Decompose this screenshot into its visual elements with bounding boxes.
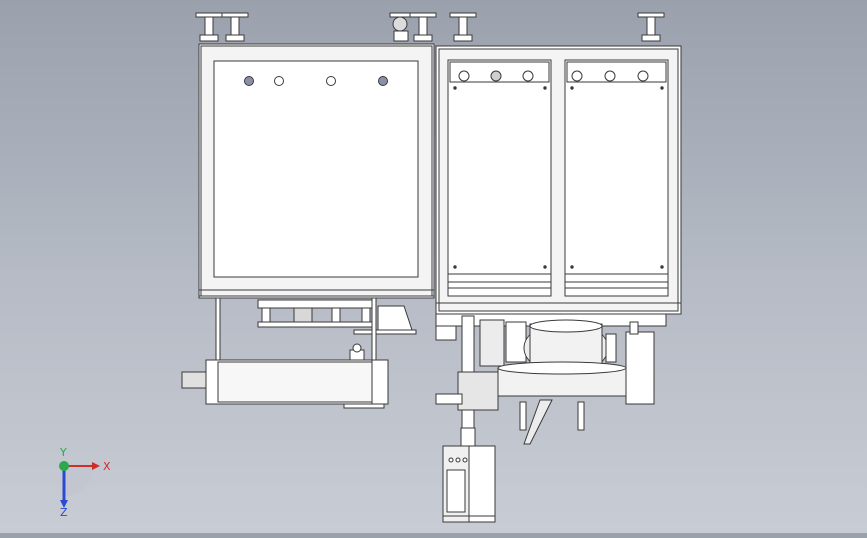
leveling-foot [409, 12, 437, 42]
leveling-feet [195, 12, 665, 42]
x-axis-label: X [103, 460, 111, 473]
leveling-foot [221, 12, 249, 42]
left-cabinet [198, 43, 435, 299]
rotary-assembly [435, 313, 667, 445]
y-axis-label: Y [59, 448, 67, 459]
leveling-foot [195, 12, 223, 42]
y-axis-icon [59, 461, 69, 471]
leveling-foot [637, 12, 665, 42]
linear-module [181, 297, 389, 409]
mounting-brackets [257, 299, 417, 335]
door-panel [564, 59, 669, 297]
caster-wheel [389, 12, 413, 42]
door-panel [447, 59, 552, 297]
z-axis-label: Z [60, 506, 68, 518]
leveling-foot [449, 12, 477, 42]
right-cabinet [435, 45, 682, 315]
orientation-triad: X Y Z [44, 446, 124, 519]
control-box [442, 427, 496, 523]
indicator-lights [244, 76, 388, 86]
